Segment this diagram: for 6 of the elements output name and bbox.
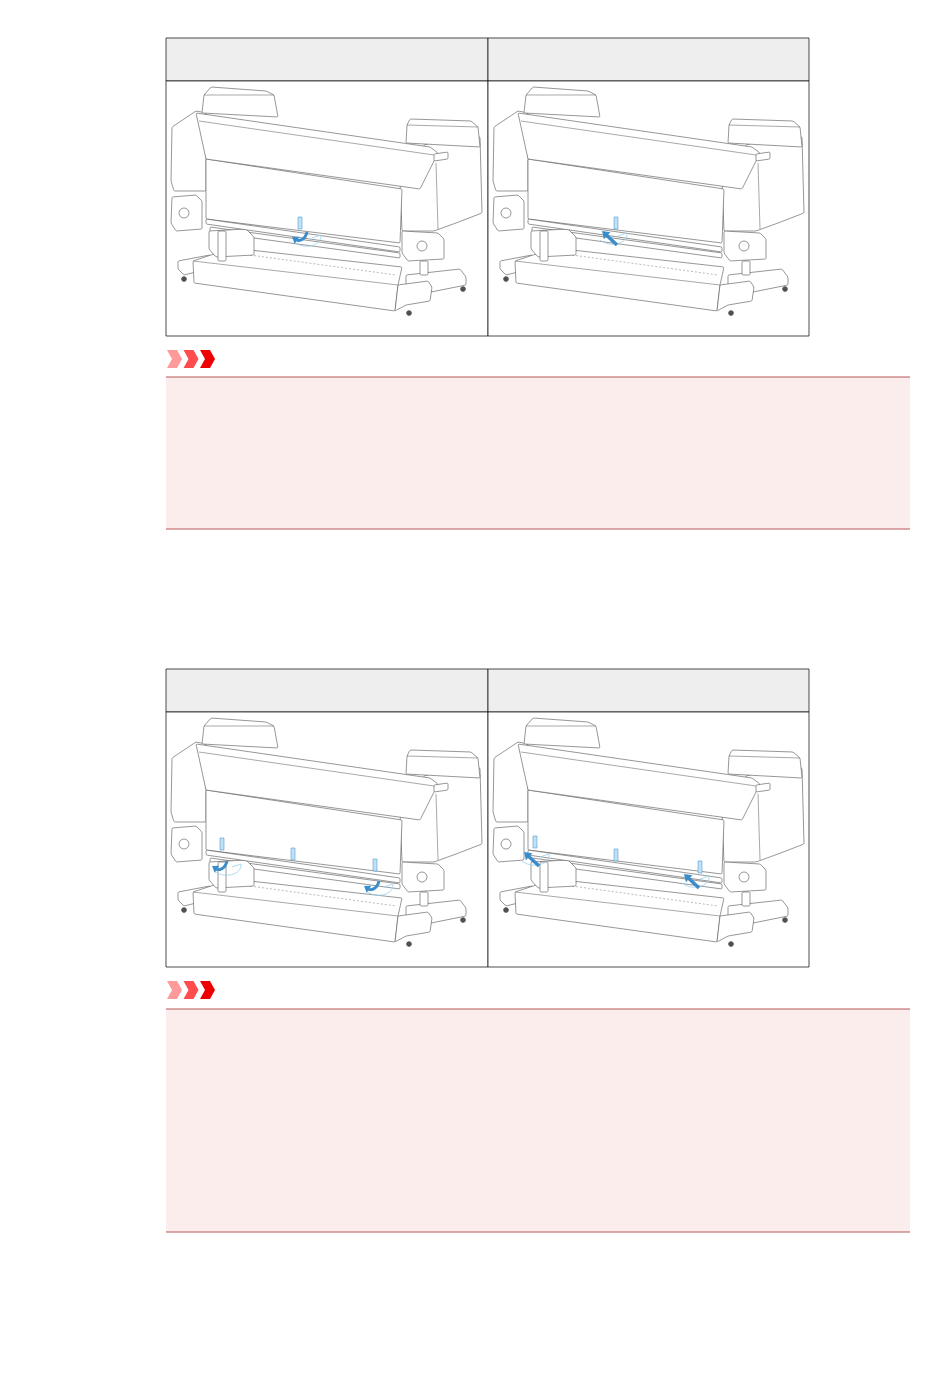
header-cell <box>487 668 810 713</box>
notice-box <box>165 1008 911 1233</box>
notice-box <box>165 376 911 530</box>
header-cell <box>487 37 810 82</box>
header-cell <box>165 668 489 713</box>
header-cell <box>165 37 489 82</box>
